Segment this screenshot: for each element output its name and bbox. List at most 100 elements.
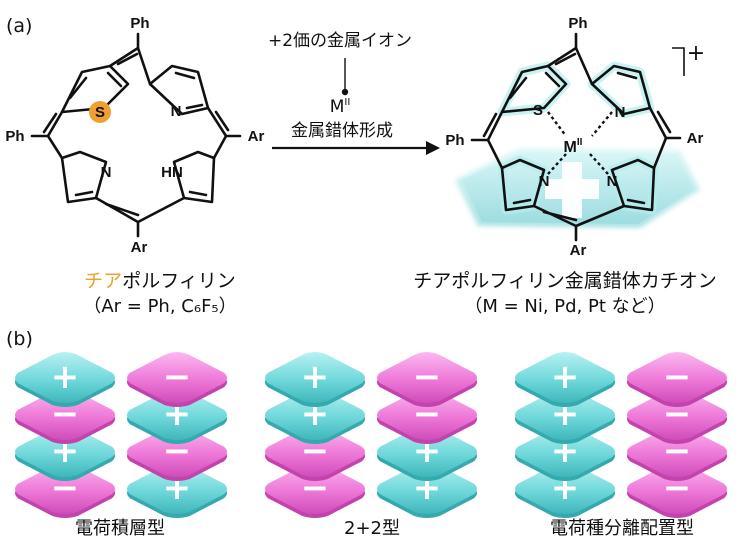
- minus-sign: −: [413, 357, 442, 397]
- minus-sign: −: [663, 357, 692, 397]
- charge-tile-plus-face: [515, 426, 615, 477]
- charge-tile-plus-face: [127, 389, 227, 440]
- product-atom-s: S: [533, 102, 543, 119]
- product-structure: S N N N MII Ph Ph Ar Ar +: [445, 15, 705, 259]
- pyrrole-ring-top-right: [148, 64, 210, 116]
- condition-complexation: 金属錯体形成: [291, 121, 393, 141]
- reactant-structure: S N N HN Ph Ph Ar Ar: [5, 15, 264, 256]
- product-sub-left: Ph: [445, 132, 464, 149]
- product-note: （M = Ni, Pd, Pt など）: [464, 296, 665, 317]
- charge-tile-plus-face: [377, 463, 477, 514]
- charge-tile-minus-face: [627, 352, 727, 403]
- charge-tile-minus-face: [627, 463, 727, 514]
- charge-tile-plus-face: [127, 463, 227, 514]
- charge-tile-plus-face: [15, 426, 115, 477]
- product-sub-right: Ar: [687, 130, 704, 147]
- charge-tile-plus-face: [515, 389, 615, 440]
- product-thiophene-ring: [500, 64, 568, 114]
- product-metal-sup: II: [577, 137, 583, 148]
- product-pyrrole-top-right: [590, 64, 652, 116]
- charge-tile-plus-face: [515, 352, 615, 403]
- charge-tile-minus: −: [265, 463, 365, 518]
- product-atom-n-right: N: [607, 173, 618, 190]
- charge-tile-minus: −: [15, 389, 115, 444]
- product-sub-bottom: Ar: [570, 242, 587, 259]
- charge-tile-plus-face: [377, 426, 477, 477]
- condition-metal-symbol: M: [330, 97, 345, 117]
- charge-tile-plus-face: [515, 463, 615, 514]
- charge-tile-plus-face: [265, 352, 365, 403]
- charge-tile-minus-face: [627, 389, 727, 440]
- plus-sign: +: [551, 357, 580, 397]
- charge-tile-minus-face: [127, 352, 227, 403]
- reactant-atom-n-bottom: N: [101, 164, 112, 181]
- sulfur-highlight: [89, 101, 111, 123]
- arrangement-2: −−++++−−: [265, 352, 477, 518]
- product-sub-top: Ph: [568, 15, 587, 32]
- charge-tile-minus-face: [377, 389, 477, 440]
- charge-tile-plus: +: [377, 463, 477, 518]
- condition-metal: MII: [330, 97, 351, 117]
- charge-tile-minus-face: [127, 426, 227, 477]
- arrangement-3: ++++−−−−: [515, 352, 727, 518]
- reaction-arrow-head: [426, 141, 440, 155]
- product-metal: MII: [564, 137, 583, 156]
- product-pyrrole-bottom-right: [610, 158, 656, 212]
- charge-tile-plus-face: [15, 352, 115, 403]
- charge-tile-minus: −: [127, 426, 227, 481]
- coord-bond-s: [547, 111, 567, 137]
- pyrrole-ring-bottom-left: [60, 150, 108, 204]
- pyrrole-ring-bottom-right: [172, 150, 216, 204]
- charge-tile-minus: −: [15, 463, 115, 518]
- product-pyrrole-bottom-left: [500, 158, 546, 212]
- caption-arrangement-2: 2+2型: [344, 518, 400, 539]
- condition-dot: [341, 88, 349, 96]
- caption-arrangement-1: 電荷積層型: [75, 518, 165, 539]
- panel-b-label: (b): [6, 328, 33, 350]
- reactant-name: チアポルフィリン: [84, 270, 236, 292]
- reactant-atom-n-top: N: [171, 103, 182, 120]
- reactant-sub-right: Ar: [248, 128, 265, 145]
- charge-tile-minus-face: [265, 426, 365, 477]
- product-atom-n-left: N: [539, 173, 550, 190]
- coord-bond-n-right: [589, 153, 609, 175]
- reactant-name-rest: ポルフィリン: [122, 270, 236, 292]
- charge-tile-plus: +: [127, 389, 227, 444]
- charge-tile-plus: +: [265, 389, 365, 444]
- caption-arrangement-3: 電荷種分離配置型: [550, 518, 694, 539]
- reactant-note: （Ar = Ph, C₆F₅）: [83, 296, 236, 317]
- charge-tile-minus: −: [627, 426, 727, 481]
- arrangement-1: −+−++−+−: [15, 352, 227, 518]
- charge-tile-minus-face: [265, 463, 365, 514]
- condition-metal-sup: II: [344, 97, 350, 108]
- charge-tile-minus-face: [15, 463, 115, 514]
- reactant-atom-s: S: [95, 104, 105, 121]
- coord-bond-n-left: [547, 153, 567, 175]
- charge-tile-plus: +: [265, 352, 365, 407]
- charge-tile-plus: +: [15, 352, 115, 407]
- charge-tile-plus: +: [515, 426, 615, 481]
- product-name: チアポルフィリン金属錯体カチオン: [413, 270, 717, 292]
- panel-a-label: (a): [6, 15, 32, 37]
- reactant-sub-left: Ph: [5, 128, 24, 145]
- product-atom-n-top: N: [615, 104, 626, 121]
- charge-tile-plus: +: [515, 389, 615, 444]
- charge-tile-plus: +: [515, 463, 615, 518]
- minus-sign: −: [163, 357, 192, 397]
- stacking-arrangements: −+−++−+−−−++++−−++++−−−−: [15, 352, 727, 518]
- charge-tile-plus: +: [515, 352, 615, 407]
- plus-sign: +: [51, 357, 80, 397]
- reactant-atom-nh: HN: [161, 164, 183, 181]
- plate-plus-horizontal: [545, 179, 599, 199]
- charge-tile-minus: −: [627, 352, 727, 407]
- product-charge: +: [687, 41, 705, 66]
- condition-ion: +2価の金属イオン: [268, 31, 412, 51]
- product-metal-symbol: M: [564, 139, 577, 156]
- reactant-sub-top: Ph: [130, 15, 149, 32]
- charge-tile-minus-face: [377, 352, 477, 403]
- charge-tile-minus-face: [15, 389, 115, 440]
- plus-sign: +: [301, 357, 330, 397]
- reactant-sub-bottom: Ar: [131, 239, 148, 256]
- charge-bracket: [672, 47, 685, 76]
